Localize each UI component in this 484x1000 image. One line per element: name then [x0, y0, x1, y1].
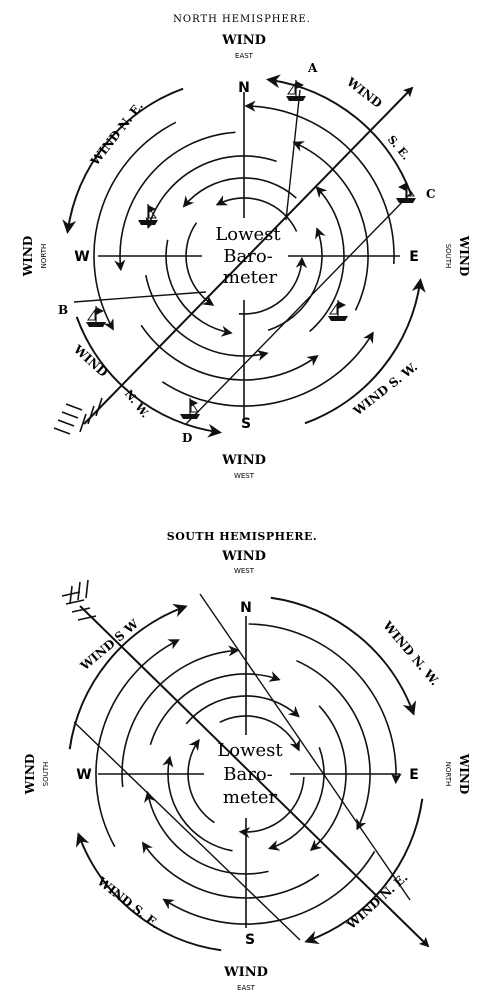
south-ring-arrow-8	[121, 645, 240, 788]
north-ring-arrow-3	[266, 74, 413, 196]
north-ring-arrow-18	[238, 256, 308, 315]
north-point-a: A	[307, 61, 318, 75]
south-ring-arrow-9	[296, 659, 371, 831]
north-wind-right-label: WIND	[457, 235, 471, 276]
south-ring-arrow-11	[149, 671, 281, 746]
north-wind-ne-label: WIND N. E.	[87, 99, 146, 169]
north-ship-se	[328, 300, 348, 321]
north-ship-b	[86, 306, 106, 327]
north-letter-e: E	[409, 249, 419, 265]
north-wind-se-label-b: S. E.	[385, 133, 413, 162]
south-rings	[68, 596, 424, 952]
south-ring-arrow-10	[144, 790, 269, 875]
north-arrow-feather	[53, 397, 103, 435]
south-ring-arrow-14	[185, 695, 300, 725]
north-ring-arrow-7	[140, 324, 319, 381]
north-ring-arrow-5	[93, 121, 177, 331]
south-ring-arrow-18	[238, 776, 305, 839]
south-wind-bottom-label: WIND	[223, 965, 268, 980]
south-wind-right-sub: NORTH	[444, 762, 452, 787]
north-ring-arrow-6	[244, 100, 395, 264]
south-hemisphere-diagram: SOUTH HEMISPHERE. WIND WEST Lowest Baro-…	[23, 530, 471, 992]
south-ring-arrow-2	[68, 603, 188, 750]
north-wind-sw-label: WIND S. W.	[350, 360, 420, 419]
north-ring-arrow-11	[145, 155, 277, 229]
north-letter-n: N	[238, 80, 250, 96]
south-ring-arrow-1	[75, 832, 222, 952]
north-ring-arrow-1	[75, 316, 222, 438]
north-ship-a	[286, 80, 306, 101]
north-track-cd	[185, 191, 413, 425]
south-ring-arrow-12	[309, 705, 347, 851]
south-track-1	[199, 593, 411, 901]
south-title: SOUTH HEMISPHERE.	[167, 530, 317, 543]
south-wind-bottom-sub: EAST	[237, 984, 256, 992]
north-track-a	[285, 89, 301, 221]
north-title: NORTH HEMISPHERE.	[173, 14, 311, 25]
north-hemisphere-diagram: NORTH HEMISPHERE. WIND EAST Lowest Baro-…	[21, 14, 471, 480]
south-letter-e: E	[409, 767, 419, 783]
south-letter-n: N	[240, 600, 252, 616]
north-track-b	[73, 291, 207, 303]
south-wind-left-label: WIND	[23, 754, 37, 795]
south-ring-arrow-6	[248, 623, 402, 785]
south-wind-top-label: WIND	[221, 549, 266, 564]
north-ship-mid	[138, 204, 158, 225]
south-ring-arrow-15	[267, 747, 325, 851]
south-wind-nw-label: WIND N. W.	[380, 618, 442, 688]
north-ring-arrow-8	[114, 131, 236, 272]
south-ring-arrow-17	[219, 715, 300, 752]
south-wind-sw-label: WIND S W	[77, 616, 142, 673]
south-wind-left-sub: SOUTH	[42, 762, 50, 787]
south-wind-right-label: WIND	[457, 753, 471, 794]
north-ring-arrow-0	[304, 278, 426, 425]
north-wind-bottom-label: WIND	[221, 453, 266, 468]
north-wind-top-label: WIND	[221, 33, 266, 48]
south-ring-arrow-0	[304, 798, 424, 945]
north-center-line2: Baro-	[223, 246, 272, 267]
north-ring-arrow-9	[292, 141, 369, 311]
south-center-line3: meter	[223, 787, 278, 808]
south-center-line2: Baro-	[223, 764, 272, 785]
north-letter-w: W	[74, 249, 89, 265]
north-center-line3: meter	[223, 267, 278, 288]
north-ship-c	[396, 182, 416, 203]
north-ring-arrow-14	[182, 177, 297, 208]
south-ring-arrow-3	[270, 596, 417, 716]
north-letter-s: S	[241, 416, 251, 432]
north-wind-bottom-sub: WEST	[234, 472, 255, 480]
south-ring-arrow-5	[95, 639, 180, 848]
south-wind-arrow	[79, 605, 430, 948]
north-point-b: B	[58, 303, 68, 317]
south-arrow-feather	[61, 579, 97, 621]
north-wind-right-sub: SOUTH	[444, 244, 452, 269]
north-ring-arrow-4	[161, 331, 374, 407]
south-wind-se-label: WIND S. E.	[94, 874, 162, 932]
north-ring-arrow-17	[215, 195, 298, 232]
north-ring-arrow-16	[185, 222, 215, 306]
north-wind-left-sub: NORTH	[40, 244, 48, 269]
north-center-line1: Lowest	[215, 224, 281, 245]
south-wind-top-sub: WEST	[234, 567, 255, 575]
north-wind-arrow	[83, 86, 414, 425]
south-letter-s: S	[245, 932, 255, 948]
north-wind-left-label: WIND	[21, 236, 35, 277]
north-point-d: D	[182, 431, 192, 445]
north-ring-arrow-2	[62, 87, 184, 234]
north-ring-arrow-13	[165, 239, 233, 337]
south-letter-w: W	[76, 767, 91, 783]
north-point-c: C	[426, 187, 436, 201]
south-ring-arrow-16	[187, 738, 215, 824]
north-ship-d	[180, 398, 200, 419]
south-ring-arrow-7	[141, 841, 320, 899]
south-track-2	[73, 721, 301, 941]
north-ring-arrow-12	[309, 186, 345, 333]
south-center-line1: Lowest	[217, 740, 283, 761]
north-wind-nw-label-b: N. W.	[122, 387, 152, 420]
north-wind-top-sub: EAST	[235, 52, 254, 60]
north-wind-se-label-a: WIND	[343, 74, 384, 111]
